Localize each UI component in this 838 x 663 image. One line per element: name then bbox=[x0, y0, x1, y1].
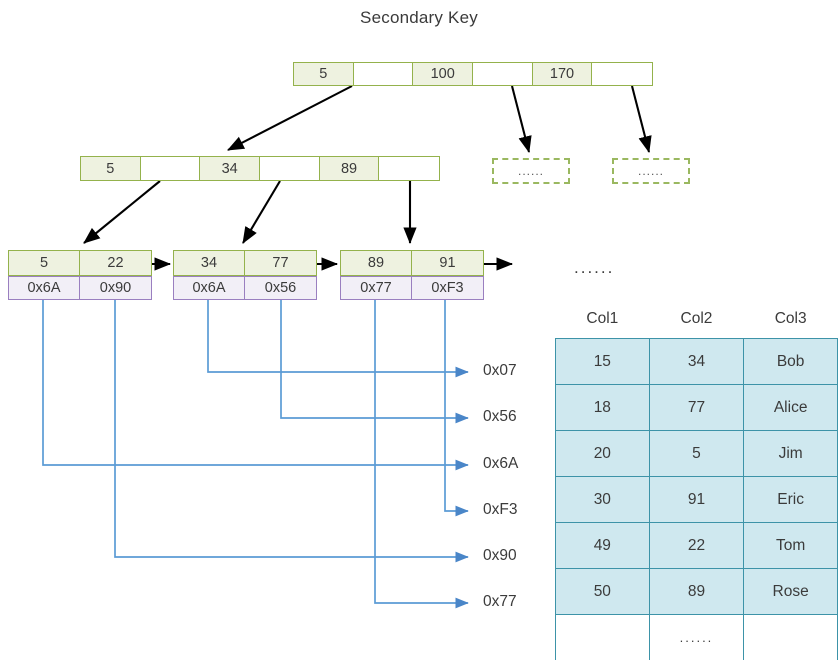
leaf-3-key-1: 89 bbox=[341, 251, 412, 275]
table-cell: 77 bbox=[648, 384, 745, 431]
leaf-3-pointer-row: 0x77 0xF3 bbox=[340, 276, 484, 300]
data-table: Col1 Col2 Col3 15 34 Bob 18 77 Alice 20 … bbox=[555, 306, 838, 660]
edge-level2-to-leaf-2 bbox=[242, 180, 281, 244]
table-header-row: Col1 Col2 Col3 bbox=[556, 306, 838, 339]
edge-root-to-placeholder-1 bbox=[510, 85, 532, 154]
table-cell: 49 bbox=[555, 522, 650, 569]
root-cell-key-3: 170 bbox=[532, 63, 593, 85]
table-cell: 22 bbox=[648, 522, 745, 569]
btree-internal-node: 5 34 89 bbox=[80, 156, 440, 181]
leaf-2-pointer-2: 0x56 bbox=[245, 277, 316, 299]
table-cell: 18 bbox=[555, 384, 650, 431]
table-cell: 89 bbox=[648, 568, 745, 615]
table-cell: Alice bbox=[743, 384, 838, 431]
table-row: 49 22 Tom bbox=[555, 522, 838, 569]
pointer-link-0x90-leaf1 bbox=[114, 300, 469, 563]
address-label-0x07: 0x07 bbox=[483, 362, 517, 379]
pointer-link-0x6A-leaf1 bbox=[42, 300, 469, 471]
leaf-1-key-row: 5 22 bbox=[8, 250, 152, 276]
table-row: 18 77 Alice bbox=[555, 384, 838, 431]
address-label-0x77: 0x77 bbox=[483, 593, 517, 610]
table-cell: Rose bbox=[743, 568, 838, 615]
address-label-0x90: 0x90 bbox=[483, 547, 517, 564]
table-cell-ellipsis: ...... bbox=[648, 614, 745, 660]
table-cell-blank bbox=[555, 614, 650, 660]
table-cell-blank bbox=[743, 614, 838, 660]
placeholder-node-2: ...... bbox=[612, 158, 690, 184]
internal-cell-key-2: 34 bbox=[200, 157, 261, 180]
leaf-3-key-row: 89 91 bbox=[340, 250, 484, 276]
leaf-1-key-2: 22 bbox=[80, 251, 151, 275]
address-label-0x6A: 0x6A bbox=[483, 455, 519, 472]
leaf-2-key-1: 34 bbox=[174, 251, 245, 275]
leaf-node-2: 34 77 0x6A 0x56 bbox=[173, 250, 317, 300]
root-cell-ptr-1 bbox=[353, 63, 414, 85]
address-label-0xF3: 0xF3 bbox=[483, 501, 518, 518]
table-header-col3: Col3 bbox=[774, 310, 807, 327]
leaf-1-key-1: 5 bbox=[9, 251, 80, 275]
root-cell-key-2: 100 bbox=[413, 63, 474, 85]
leaf-2-key-2: 77 bbox=[245, 251, 316, 275]
table-cell: 5 bbox=[648, 430, 745, 477]
leaf-2-key-row: 34 77 bbox=[173, 250, 317, 276]
table-cell: 34 bbox=[648, 338, 745, 385]
table-cell: Tom bbox=[743, 522, 838, 569]
table-row: 15 34 Bob bbox=[555, 338, 838, 385]
table-header-col2: Col2 bbox=[680, 310, 713, 327]
internal-cell-ptr-1 bbox=[140, 157, 201, 180]
table-ellipsis: ...... bbox=[574, 258, 615, 277]
edge-root-to-level2 bbox=[227, 85, 353, 151]
btree-root-node: 5 100 170 bbox=[293, 62, 653, 86]
internal-cell-key-3: 89 bbox=[319, 157, 380, 180]
table-cell: 50 bbox=[555, 568, 650, 615]
page-title: Secondary Key bbox=[360, 8, 478, 27]
table-cell: 15 bbox=[555, 338, 650, 385]
table-row: 30 91 Eric bbox=[555, 476, 838, 523]
internal-cell-ptr-3 bbox=[379, 157, 440, 180]
table-cell: Bob bbox=[743, 338, 838, 385]
leaf-3-pointer-1: 0x77 bbox=[341, 277, 412, 299]
table-cell: 20 bbox=[555, 430, 650, 477]
pointer-link-0x6A-leaf2 bbox=[207, 300, 469, 378]
table-row: 20 5 Jim bbox=[555, 430, 838, 477]
edge-root-to-placeholder-2 bbox=[630, 85, 652, 154]
leaf-3-pointer-2: 0xF3 bbox=[412, 277, 483, 299]
leaf-node-1: 5 22 0x6A 0x90 bbox=[8, 250, 152, 300]
table-row: 50 89 Rose bbox=[555, 568, 838, 615]
leaf-1-pointer-row: 0x6A 0x90 bbox=[8, 276, 152, 300]
leaf-2-pointer-1: 0x6A bbox=[174, 277, 245, 299]
table-cell: Eric bbox=[743, 476, 838, 523]
root-cell-ptr-3 bbox=[592, 63, 653, 85]
root-cell-key-1: 5 bbox=[294, 63, 354, 85]
leaf-node-3: 89 91 0x77 0xF3 bbox=[340, 250, 484, 300]
table-cell: Jim bbox=[743, 430, 838, 477]
internal-cell-ptr-2 bbox=[260, 157, 320, 180]
leaf-1-pointer-1: 0x6A bbox=[9, 277, 80, 299]
leaf-3-key-2: 91 bbox=[412, 251, 483, 275]
leaf-1-pointer-2: 0x90 bbox=[80, 277, 151, 299]
leaf-2-pointer-row: 0x6A 0x56 bbox=[173, 276, 317, 300]
pointer-link-0xF3-leaf3 bbox=[444, 300, 469, 517]
table-header-col1: Col1 bbox=[586, 310, 619, 327]
edge-level2-to-leaf-1 bbox=[83, 180, 161, 244]
table-cell: 30 bbox=[555, 476, 650, 523]
placeholder-node-1: ...... bbox=[492, 158, 570, 184]
pointer-link-0x56-leaf2 bbox=[280, 300, 469, 424]
root-cell-ptr-2 bbox=[473, 63, 533, 85]
address-label-0x56: 0x56 bbox=[483, 408, 517, 425]
table-cell: 91 bbox=[648, 476, 745, 523]
table-row-ellipsis: ...... bbox=[555, 614, 838, 660]
internal-cell-key-1: 5 bbox=[81, 157, 141, 180]
pointer-link-0x77-leaf3 bbox=[374, 300, 469, 609]
